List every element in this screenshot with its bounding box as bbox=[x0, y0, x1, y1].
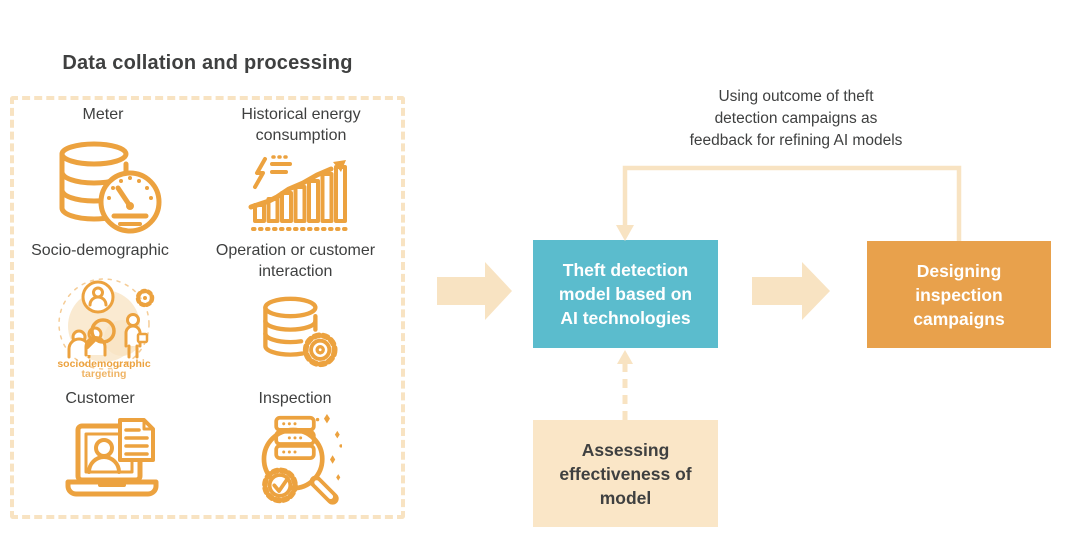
feedback-loop-line bbox=[622, 165, 962, 241]
feedback-note-line1: Using outcome of theft bbox=[718, 88, 874, 105]
theft-box-line2: model based on bbox=[558, 284, 693, 304]
assess-arrowhead-up-icon bbox=[617, 350, 633, 364]
item-label-operation-interaction: Operation or customer interaction bbox=[215, 242, 376, 280]
designing-inspection-campaigns-box: Designing inspection campaigns bbox=[867, 241, 1051, 348]
theft-detection-model-box: Theft detection model based on AI techno… bbox=[533, 240, 718, 348]
feedback-note-line2: detection campaigns as bbox=[714, 110, 878, 127]
feedback-arrowhead-down-icon bbox=[616, 225, 634, 241]
flow-arrow-model-to-campaigns bbox=[752, 262, 830, 320]
designing-box-line2: inspection bbox=[915, 284, 1003, 305]
theft-box-line3: AI technologies bbox=[560, 308, 691, 328]
designing-box-line1: Designing bbox=[916, 260, 1002, 281]
database-gear-icon bbox=[263, 296, 338, 368]
item-label-socio-demographic: Socio-demographic bbox=[31, 242, 169, 259]
item-label-inspection: Inspection bbox=[258, 390, 332, 407]
assessing-box-line1: Assessing bbox=[581, 439, 670, 460]
item-label-meter: Meter bbox=[82, 106, 124, 123]
energy-trend-chart-icon bbox=[248, 155, 349, 231]
sociodemographic-targeting-icon: sociodemographic targeting bbox=[57, 278, 155, 380]
designing-box-line3: campaigns bbox=[913, 308, 1005, 329]
feedback-note-line3: feedback for refining AI models bbox=[689, 132, 903, 149]
data-collation-panel bbox=[10, 96, 405, 519]
feedback-note: Using outcome of theft detection campaig… bbox=[640, 86, 952, 152]
assessing-effectiveness-box: Assessing effectiveness of model bbox=[533, 420, 718, 527]
item-label-historical-energy: Historical energy consumption bbox=[241, 106, 361, 144]
page-title: Data collation and processing bbox=[62, 52, 353, 74]
meter-database-gauge-icon bbox=[59, 141, 162, 234]
server-magnifier-check-icon bbox=[261, 413, 342, 505]
assessing-box-line3: model bbox=[599, 487, 652, 508]
flow-arrow-data-to-model bbox=[437, 262, 512, 320]
assessing-box-line2: effectiveness of bbox=[559, 463, 692, 484]
item-label-customer: Customer bbox=[65, 390, 135, 407]
socio-icon-caption-line2: targeting bbox=[82, 368, 127, 380]
socio-icon-caption-line1: sociodemographic bbox=[57, 358, 151, 370]
laptop-person-document-icon bbox=[65, 418, 159, 497]
theft-box-line1: Theft detection bbox=[562, 260, 689, 280]
